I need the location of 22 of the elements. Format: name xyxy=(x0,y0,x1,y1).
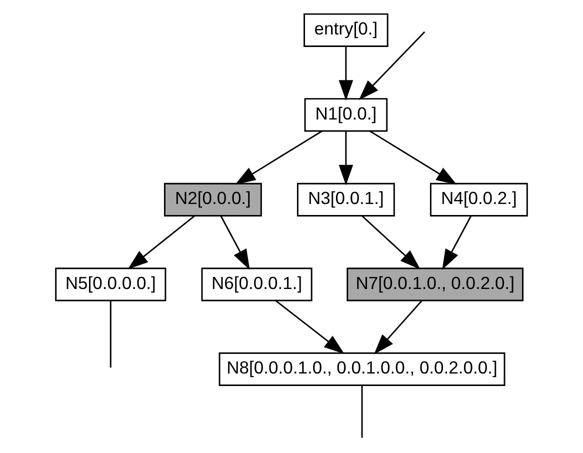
connector xyxy=(110,300,112,368)
arrow xyxy=(358,31,426,100)
node-box: N1[0.0.] xyxy=(304,98,388,132)
arrow xyxy=(338,131,354,186)
node-box: N5[0.0.0.0.] xyxy=(55,268,166,302)
node-box: N2[0.0.0.] xyxy=(164,182,262,216)
arrow xyxy=(128,215,196,270)
node-box: N8[0.0.0.1.0., 0.0.1.0.0., 0.0.2.0.0.] xyxy=(218,352,506,386)
arrow xyxy=(442,215,472,270)
arrow xyxy=(220,215,250,270)
node-box: N3[0.0.1.] xyxy=(296,182,395,216)
arrow xyxy=(374,300,423,354)
arrow xyxy=(275,300,344,354)
node-box: N6[0.0.0.1.] xyxy=(201,268,312,302)
arrow xyxy=(369,130,457,185)
node-box: N7[0.0.1.0., 0.0.2.0.] xyxy=(346,268,524,302)
connector xyxy=(361,386,363,438)
arrow xyxy=(361,215,420,270)
arrow xyxy=(338,46,354,101)
node-box: N4[0.0.2.] xyxy=(430,182,528,216)
node-box: entry[0.] xyxy=(304,13,388,47)
arrow xyxy=(235,130,323,185)
